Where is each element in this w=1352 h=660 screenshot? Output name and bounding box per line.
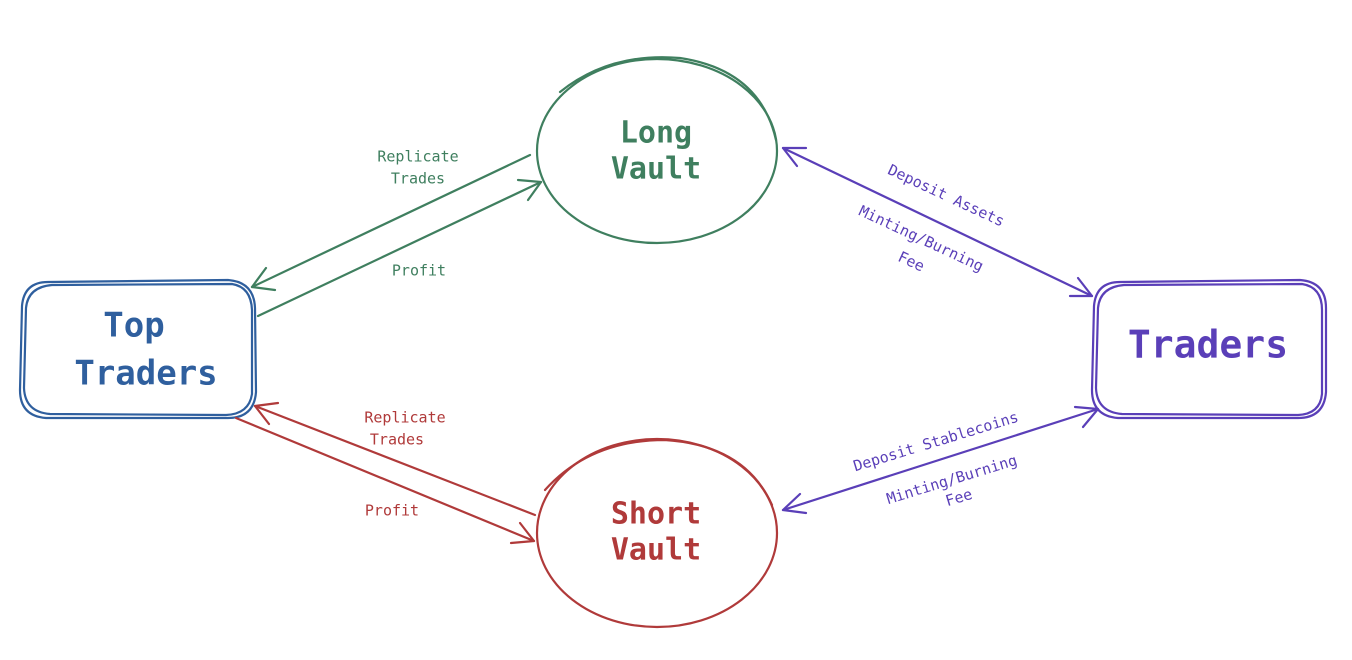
node-short-vault-label-2: Vault [611, 533, 701, 568]
arrow-top-to-long [256, 180, 543, 318]
edge-long-profit-label: Profit [392, 262, 446, 280]
node-traders-box-sketch [1094, 282, 1324, 417]
arrow-short-to-top-head [253, 401, 280, 426]
arrow-short-traders-head-left [781, 492, 808, 515]
node-short-vault-label-1: Short [611, 497, 701, 532]
node-short-vault-ellipse-sketch [543, 438, 774, 507]
node-long-vault-label-1: Long [620, 116, 692, 151]
edges-long-traders: Deposit Assets Minting/Burning Fee [781, 146, 1094, 298]
node-long-vault-ellipse [535, 57, 779, 245]
arrow-long-to-top-head [250, 266, 277, 292]
arrow-top-to-long-head [516, 178, 543, 202]
node-short-vault-ellipse [535, 437, 779, 629]
arrow-long-traders-head-right [1068, 276, 1094, 298]
arrow-top-to-short [234, 416, 536, 543]
node-long-vault-ellipse-sketch [558, 56, 778, 142]
arrow-long-traders [781, 146, 1094, 298]
node-traders: Traders [1090, 278, 1328, 420]
edge-short-replicate-label-2: Trades [370, 431, 424, 449]
arrow-top-to-short-head [509, 521, 536, 545]
edge-short-replicate-label-1: Replicate [364, 409, 445, 427]
node-long-vault-label-2: Vault [611, 152, 701, 187]
edge-short-profit-label: Profit [365, 502, 419, 520]
arrow-short-traders-head-right [1073, 405, 1100, 429]
arrow-short-traders [781, 407, 1100, 512]
edge-long-replicate-label-1: Replicate [377, 148, 458, 166]
arrow-short-to-top [253, 404, 537, 517]
arrow-long-to-top [250, 153, 532, 289]
edges-short-traders: Deposit Stablecoins Minting/Burning Fee [781, 405, 1100, 515]
edges-top-short: Replicate Trades Profit [234, 401, 537, 545]
node-traders-box [1090, 278, 1328, 420]
edge-long-fee-label-2: Fee [895, 248, 927, 276]
node-traders-label: Traders [1128, 323, 1288, 367]
node-top-traders: Top Traders [18, 278, 258, 420]
arrow-long-traders-head-left [781, 146, 808, 168]
node-short-vault: Short Vault [535, 437, 779, 629]
node-top-traders-label-2: Traders [74, 354, 217, 394]
edges-top-long: Replicate Trades Profit [250, 148, 543, 318]
node-top-traders-box [18, 278, 258, 420]
edge-long-replicate-label-2: Trades [391, 170, 445, 188]
node-top-traders-label-1: Top [103, 306, 164, 346]
node-long-vault: Long Vault [535, 56, 779, 245]
node-top-traders-box-sketch [22, 282, 254, 417]
